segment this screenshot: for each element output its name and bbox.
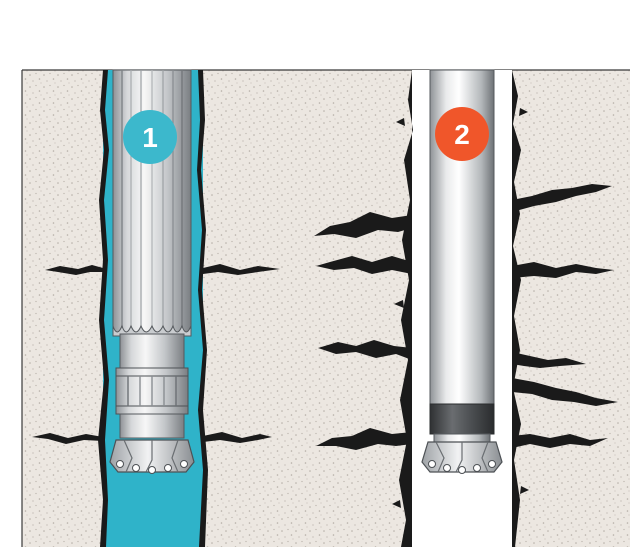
drill-bit-2 — [422, 442, 502, 474]
badge-1-label: 1 — [142, 122, 158, 153]
badge-2-label: 2 — [454, 119, 470, 150]
badge-2: 2 — [435, 107, 489, 161]
badge-1: 1 — [123, 110, 177, 164]
drill-bit-1 — [110, 440, 194, 474]
drill-collar — [430, 404, 494, 434]
